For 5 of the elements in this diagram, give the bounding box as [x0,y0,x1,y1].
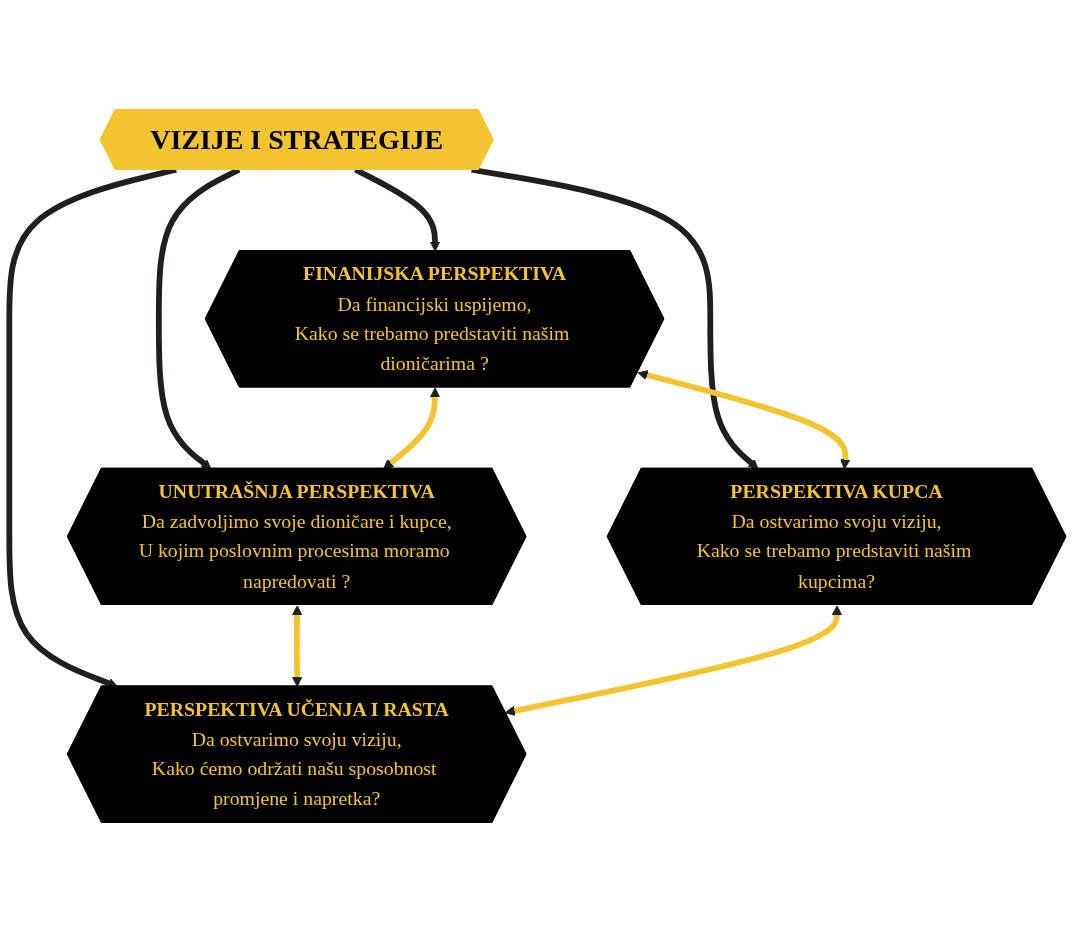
arrow [505,605,843,716]
arrow [471,166,759,470]
arrow [383,387,441,470]
arrow [292,605,303,688]
arrow [637,370,851,470]
